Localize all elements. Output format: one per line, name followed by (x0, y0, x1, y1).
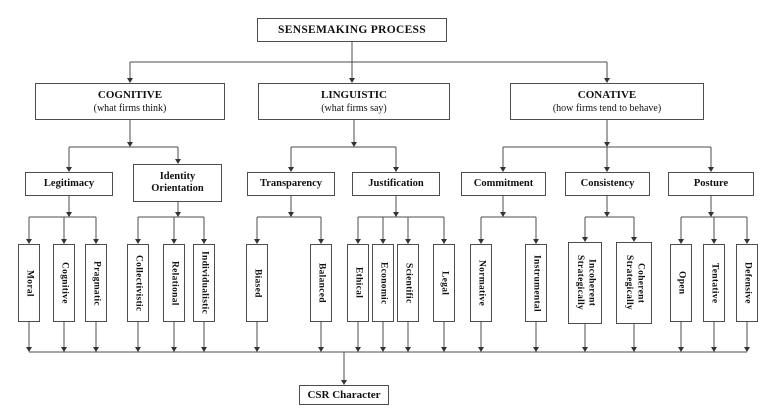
leaf-strategically-coherent: Strategically Coherent (616, 242, 652, 324)
node-csr-character: CSR Character (299, 385, 389, 405)
leaf-balanced: Balanced (310, 244, 332, 322)
leaf-strategically-incoherent: Strategically Incoherent (568, 242, 602, 324)
leaf-economic: Economic (372, 244, 394, 322)
node-commitment: Commitment (461, 172, 546, 196)
node-subtitle: (what firms think) (93, 102, 167, 114)
leaf-relational: Relational (163, 244, 185, 322)
leaf-pragmatic: Pragmatic (85, 244, 107, 322)
node-posture: Posture (668, 172, 754, 196)
leaf-tentative: Tentative (703, 244, 725, 322)
node-cognitive-branch: COGNITIVE (what firms think) (35, 83, 225, 120)
leaf-scientific: Scientific (397, 244, 419, 322)
leaf-normative: Normative (470, 244, 492, 322)
node-identity-orientation: Identity Orientation (133, 164, 222, 202)
node-label: LINGUISTIC (320, 89, 388, 102)
leaf-open: Open (670, 244, 692, 322)
node-sensemaking-process: SENSEMAKING PROCESS (257, 18, 447, 42)
node-subtitle: (how firms tend to behave) (552, 102, 662, 114)
leaf-individualistic: Individualistic (193, 244, 215, 322)
node-transparency: Transparency (247, 172, 335, 196)
leaf-legal: Legal (433, 244, 455, 322)
node-consistency: Consistency (565, 172, 650, 196)
node-conative-branch: CONATIVE (how firms tend to behave) (510, 83, 704, 120)
node-justification: Justification (352, 172, 440, 196)
leaf-collectivistic: Collectivistic (127, 244, 149, 322)
node-linguistic-branch: LINGUISTIC (what firms say) (258, 83, 450, 120)
leaf-moral: Moral (18, 244, 40, 322)
leaf-defensive: Defensive (736, 244, 758, 322)
leaf-instrumental: Instrumental (525, 244, 547, 322)
node-subtitle: (what firms say) (321, 102, 387, 114)
node-label: CONATIVE (577, 89, 637, 102)
node-legitimacy: Legitimacy (25, 172, 113, 196)
leaf-cognitive: Cognitive (53, 244, 75, 322)
node-label: COGNITIVE (97, 89, 163, 102)
leaf-biased: Biased (246, 244, 268, 322)
leaf-ethical: Ethical (347, 244, 369, 322)
